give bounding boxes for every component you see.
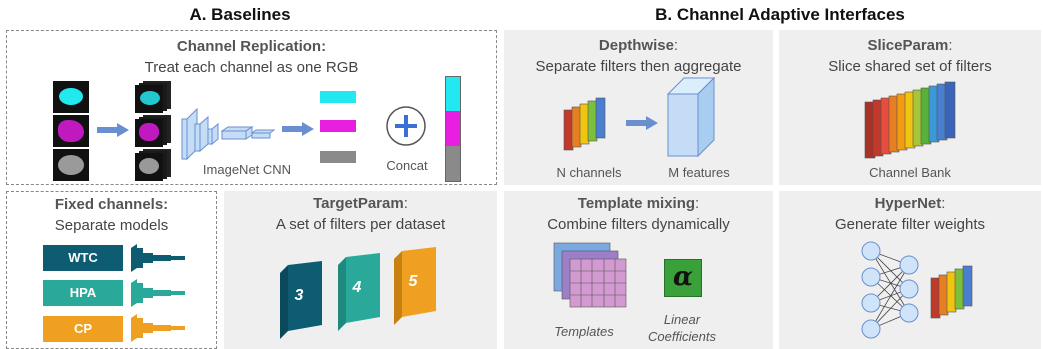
m-features-icon — [666, 76, 716, 158]
arrow-icon — [282, 122, 314, 136]
filter-5-icon — [394, 247, 436, 325]
templates-grid-icon — [553, 242, 627, 308]
channel-replication-panel: Channel Replication: Treat each channel … — [6, 30, 497, 185]
filter-4-label: 4 — [352, 279, 362, 296]
hypernet-title: HyperNet: — [874, 195, 946, 212]
hpa-model-icon — [131, 279, 185, 307]
adaptive-title: B. Channel Adaptive Interfaces — [655, 5, 905, 24]
targetparam-panel: TargetParam: A set of filters per datase… — [224, 191, 497, 349]
targetparam-subtitle: A set of filters per dataset — [275, 216, 446, 233]
hypernet-network-icon — [861, 241, 919, 339]
imagenet-cnn-label: ImageNet CNN — [202, 162, 292, 177]
cp-model-icon — [131, 314, 185, 342]
cyan-feature-bar — [320, 91, 356, 103]
generated-filters-icon — [930, 265, 973, 319]
alpha-coefficient-icon: α — [664, 259, 702, 297]
arrow-icon — [97, 123, 129, 137]
filter-5-label: 5 — [408, 273, 418, 290]
n-channels-label: N channels — [556, 165, 622, 180]
coefficients-label: Coefficients — [648, 329, 716, 344]
arrow-icon — [626, 116, 658, 130]
replicated-magenta-stack — [135, 115, 175, 147]
cyan-channel-image — [53, 81, 89, 113]
template-mixing-subtitle: Combine filters dynamically — [547, 216, 730, 233]
n-channels-filters-icon — [563, 97, 606, 151]
depthwise-title: Depthwise: — [598, 37, 679, 54]
gray-channel-image — [53, 149, 89, 181]
sliceparam-title: SliceParam: — [867, 37, 953, 54]
replicated-gray-stack — [135, 149, 175, 181]
filter-3-icon — [280, 261, 322, 339]
concatenated-vector — [445, 76, 461, 182]
magenta-channel-image — [53, 115, 89, 147]
magenta-feature-bar — [320, 120, 356, 132]
dataset-hpa-pill: HPA — [43, 280, 123, 306]
filter-4-icon — [338, 253, 380, 331]
template-mixing-title: Template mixing: — [577, 195, 700, 212]
sliceparam-subtitle: Slice shared set of filters — [828, 58, 992, 75]
hypernet-panel: HyperNet: Generate filter weights — [779, 191, 1041, 349]
m-features-label: M features — [668, 165, 730, 180]
baselines-title: A. Baselines — [189, 5, 291, 24]
channel-bank-icon — [864, 81, 956, 159]
channel-replication-title: Channel Replication: — [176, 38, 327, 55]
template-mixing-panel: Template mixing: Combine filters dynamic… — [504, 191, 773, 349]
imagenet-cnn-icon — [181, 107, 276, 161]
depthwise-panel: Depthwise: Separate filters then aggrega… — [504, 30, 773, 185]
plus-icon — [386, 106, 426, 146]
dataset-wtc-pill: WTC — [43, 245, 123, 271]
fixed-channels-panel: Fixed channels: Separate models WTC HPA … — [6, 191, 217, 349]
gray-feature-bar — [320, 151, 356, 163]
fixed-channels-subtitle: Separate models — [54, 217, 169, 234]
fixed-channels-title: Fixed channels: — [54, 196, 169, 213]
targetparam-title: TargetParam: — [313, 195, 408, 212]
hypernet-subtitle: Generate filter weights — [834, 216, 986, 233]
concat-label: Concat — [386, 158, 428, 173]
sliceparam-panel: SliceParam: Slice shared set of filters … — [779, 30, 1041, 185]
replicated-cyan-stack — [135, 81, 175, 113]
channel-bank-label: Channel Bank — [869, 165, 951, 180]
templates-label: Templates — [554, 324, 614, 339]
filter-3-label: 3 — [294, 287, 304, 304]
wtc-model-icon — [131, 244, 185, 272]
dataset-cp-pill: CP — [43, 316, 123, 342]
linear-label: Linear — [663, 312, 701, 327]
channel-replication-subtitle: Treat each channel as one RGB — [144, 59, 359, 76]
depthwise-subtitle: Separate filters then aggregate — [535, 58, 742, 75]
